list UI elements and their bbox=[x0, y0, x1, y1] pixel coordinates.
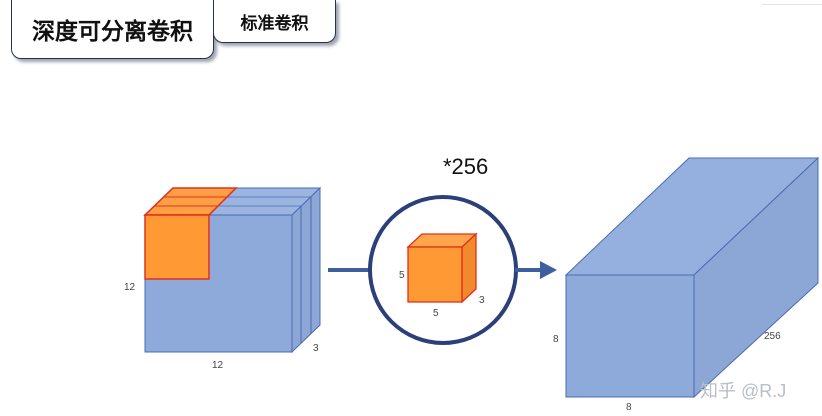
tab-depthwise-separable-conv-label: 深度可分离卷积 bbox=[32, 19, 193, 45]
kernel-width-label: 5 bbox=[433, 308, 439, 319]
divider-line bbox=[762, 4, 822, 5]
kernel-depth-label: 3 bbox=[479, 295, 485, 306]
output-width-label: 8 bbox=[626, 402, 632, 413]
input-width-label: 12 bbox=[212, 360, 224, 371]
kernel-cube bbox=[406, 232, 478, 304]
output-volume bbox=[564, 156, 820, 399]
kernel-cube-side bbox=[461, 232, 477, 304]
tab-standard-conv[interactable]: 标准卷积 bbox=[213, 0, 336, 43]
input-height-label: 12 bbox=[124, 282, 136, 293]
output-height-label: 8 bbox=[553, 334, 559, 345]
kernel-cube-front bbox=[407, 246, 463, 303]
output-depth-label: 256 bbox=[764, 331, 781, 342]
kernel-window-front bbox=[144, 214, 210, 280]
tab-depthwise-separable-conv[interactable]: 深度可分离卷积 bbox=[11, 0, 214, 59]
watermark-text: 知乎 @R.J bbox=[700, 381, 786, 401]
arrow-out-head bbox=[540, 261, 557, 279]
output-volume-front bbox=[565, 274, 695, 398]
tab-standard-conv-label: 标准卷积 bbox=[240, 13, 309, 34]
input-depth-label: 3 bbox=[313, 343, 319, 354]
input-volume-side bbox=[291, 186, 321, 354]
kernel-count-multiplier: *256 bbox=[443, 154, 488, 179]
kernel-height-label: 5 bbox=[399, 270, 405, 281]
input-volume bbox=[143, 186, 322, 354]
